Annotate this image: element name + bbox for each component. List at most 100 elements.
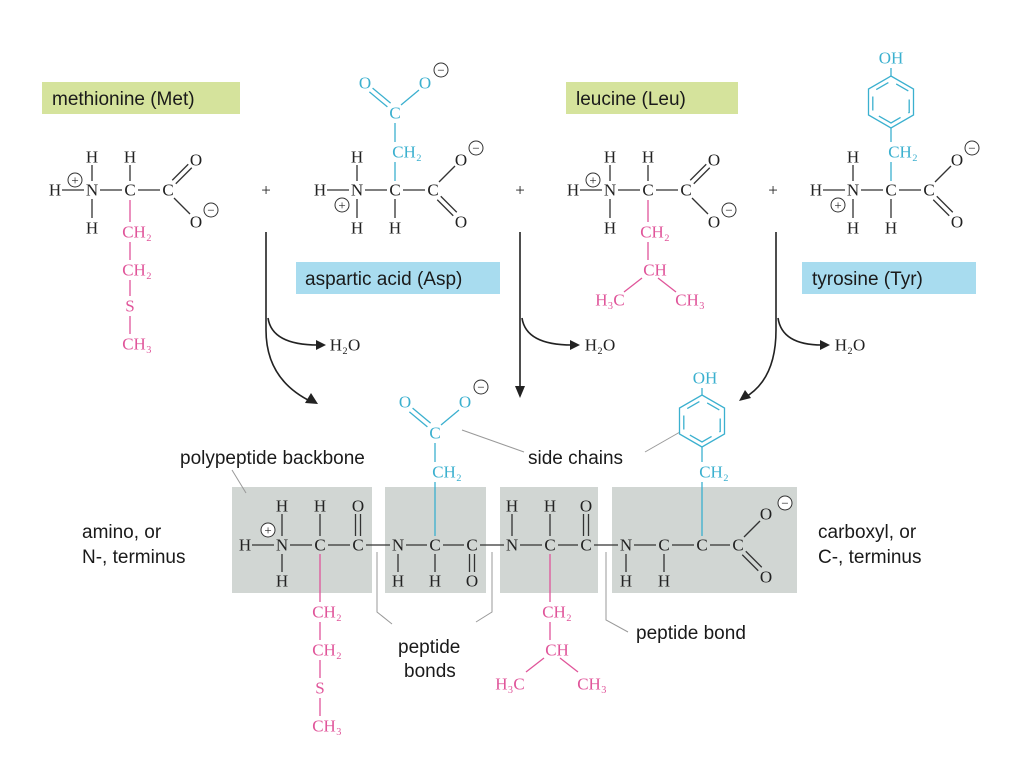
bond-line <box>525 657 545 673</box>
water-product: H₂O <box>835 336 865 355</box>
atom-ch2: CH₂ <box>122 223 152 242</box>
bond-line <box>173 197 191 215</box>
bond-line <box>171 163 189 181</box>
atom-h: H <box>567 181 579 200</box>
callout-lines <box>231 429 681 633</box>
atom-o: O <box>352 497 364 516</box>
carboxyl-terminus-label-1: carboxyl, or <box>818 522 917 543</box>
atom-c: C <box>923 181 934 200</box>
atom-h: H <box>276 497 288 516</box>
water-product: H₂O <box>330 336 360 355</box>
bond-line <box>743 520 761 538</box>
atom-oh: OH <box>879 49 904 68</box>
atom-ch2: CH₂ <box>699 463 729 482</box>
leu-label: leucine (Leu) <box>576 89 686 110</box>
positive-charge-icon <box>334 197 350 213</box>
atom-h: H <box>351 219 363 238</box>
atom-h: H <box>885 219 897 238</box>
atom-h: H <box>620 572 632 591</box>
bond-line <box>691 197 709 215</box>
peptide-bonds-label-2: bonds <box>404 661 456 682</box>
atom-h: H <box>49 181 61 200</box>
bond-line <box>408 411 428 428</box>
atom-o: O <box>459 393 471 412</box>
plus-sign: + <box>515 181 525 200</box>
bond-line <box>741 554 759 572</box>
atom-h: H <box>604 219 616 238</box>
atom-c: C <box>352 536 363 555</box>
aromatic-bonds <box>872 80 910 124</box>
peptide-bonds-label-1: peptide <box>398 637 460 658</box>
atom-c: C <box>124 181 135 200</box>
atom-h: H <box>544 497 556 516</box>
atom-c: C <box>696 536 707 555</box>
bonds <box>62 68 954 716</box>
positive-charge-icon <box>67 172 83 188</box>
atom-ch2: CH₂ <box>122 261 152 280</box>
bond-line <box>440 409 460 426</box>
amino-terminus-label-2: N-, terminus <box>82 547 185 568</box>
plus-sign: + <box>768 181 778 200</box>
atom-o: O <box>951 151 963 170</box>
bond-line <box>657 277 677 293</box>
asp-label-box <box>296 262 500 294</box>
negative-charge-icon <box>964 140 980 156</box>
atom-ch2: CH₂ <box>542 603 572 622</box>
bond-line <box>932 199 950 217</box>
atom-c: C <box>162 181 173 200</box>
met-label: methionine (Met) <box>52 89 195 110</box>
plus-sign: + <box>261 181 271 200</box>
atom-h: H <box>810 181 822 200</box>
atom-h3c: H₃C <box>495 675 525 694</box>
atom-h: H <box>392 572 404 591</box>
negative-charge-icon <box>721 202 737 218</box>
amino-terminus-label-1: amino, or <box>82 522 162 543</box>
atom-n: N <box>847 181 859 200</box>
atom-h: H <box>239 536 251 555</box>
atom-ch2: CH₂ <box>640 223 670 242</box>
side-chains-label: side chains <box>528 448 623 469</box>
charge-sign: − <box>472 141 479 156</box>
atom-ch2: CH₂ <box>888 143 918 162</box>
atom-c: C <box>658 536 669 555</box>
tyr-label: tyrosine (Tyr) <box>812 269 923 290</box>
bond-line <box>436 199 454 217</box>
charge-sign: − <box>968 141 975 156</box>
bond-line <box>412 407 432 424</box>
positive-charge-icon <box>830 197 846 213</box>
charge-sign: − <box>207 203 214 218</box>
atom-h: H <box>276 572 288 591</box>
atom-o: O <box>399 393 411 412</box>
atom-c: C <box>389 181 400 200</box>
atom-h: H <box>86 148 98 167</box>
bond-line <box>689 163 707 181</box>
charge-sign: − <box>477 380 484 395</box>
atom-h: H <box>642 148 654 167</box>
bond-line <box>440 195 458 213</box>
atom-c: C <box>642 181 653 200</box>
atom-h: H <box>124 148 136 167</box>
atom-o: O <box>708 151 720 170</box>
charge-sign: + <box>834 198 841 213</box>
bond-line <box>623 277 643 293</box>
bond-line <box>934 165 952 183</box>
bond-line <box>559 657 579 673</box>
atom-ch: CH <box>643 261 667 280</box>
atom-n: N <box>506 536 518 555</box>
phenol-ring-icon <box>678 394 726 448</box>
atom-h3c: H₃C <box>595 291 625 310</box>
bond-line <box>400 89 420 106</box>
atom-h: H <box>429 572 441 591</box>
atom-ch2: CH₂ <box>312 603 342 622</box>
positive-charge-icon <box>585 172 601 188</box>
atom-o: O <box>190 151 202 170</box>
positive-charge-icon <box>260 522 276 538</box>
atom-h: H <box>351 148 363 167</box>
residue-box-met <box>232 487 372 593</box>
atom-h: H <box>389 219 401 238</box>
atom-ch2: CH₂ <box>312 641 342 660</box>
atom-c: C <box>732 536 743 555</box>
atom-h: H <box>847 219 859 238</box>
